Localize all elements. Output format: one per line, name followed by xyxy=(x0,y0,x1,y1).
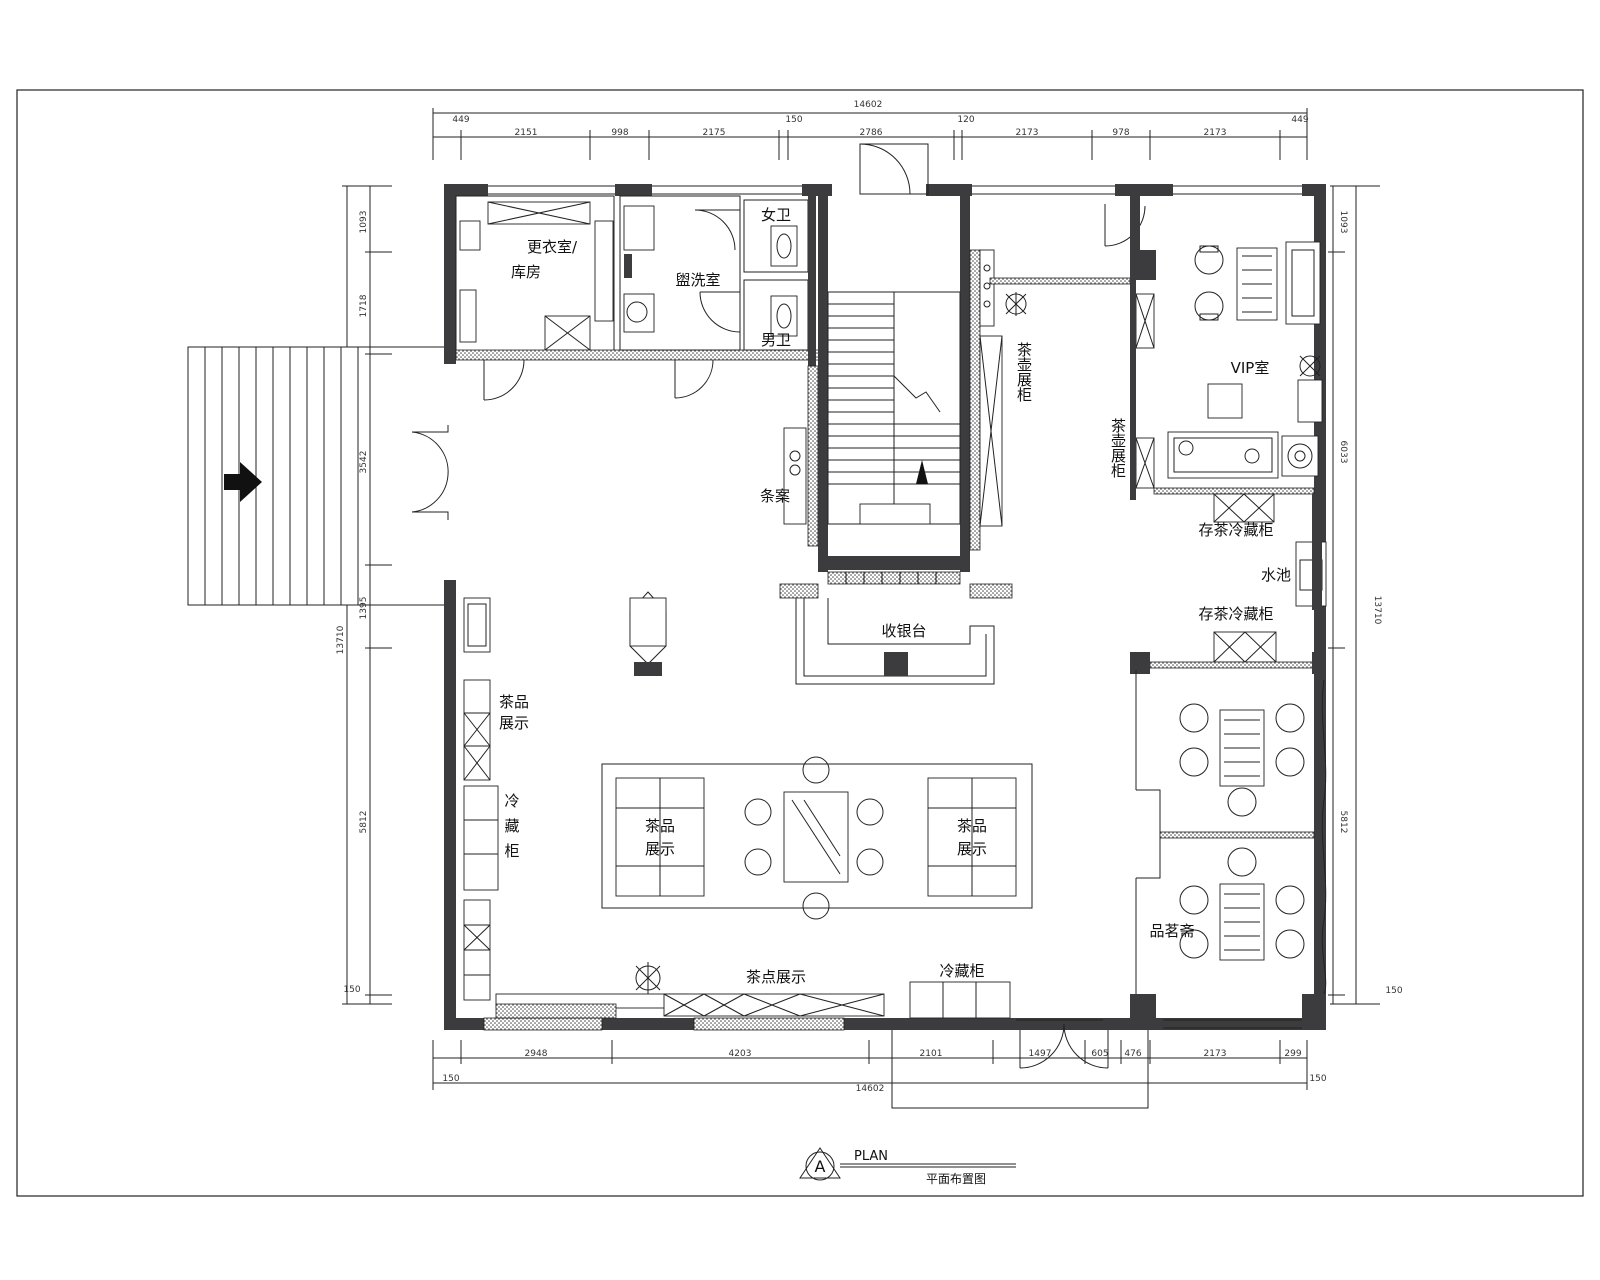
label-sink: 水池 xyxy=(1261,566,1291,584)
label-island-right-1: 茶品 xyxy=(957,817,987,835)
bottom-dim-2: 4203 xyxy=(729,1049,752,1059)
bottom-dim-1: 2948 xyxy=(525,1049,548,1059)
room-label-changing: 更衣室/ xyxy=(527,238,578,256)
top-dim-2: 2151 xyxy=(515,128,538,138)
label-fridge-bottom: 冷藏柜 xyxy=(939,962,984,980)
label-island-left-1: 茶品 xyxy=(645,817,675,835)
top-dim-11: 449 xyxy=(1291,115,1308,125)
label-island-right-2: 展示 xyxy=(957,840,987,858)
display-pedestal xyxy=(629,591,667,676)
bottom-dim-3: 2101 xyxy=(920,1049,943,1059)
label-cashier: 收银台 xyxy=(881,622,926,640)
label-snack-display: 茶点展示 xyxy=(746,968,806,986)
top-dim-6: 2786 xyxy=(860,128,883,138)
label-tea-fridge-2: 存茶冷藏柜 xyxy=(1198,605,1273,623)
right-dim-3: 5812 xyxy=(1338,811,1348,834)
washroom xyxy=(619,195,741,351)
top-dim-4: 2175 xyxy=(703,128,726,138)
exterior-walls xyxy=(444,184,1326,1030)
central-display-island xyxy=(601,756,1033,920)
top-dim-8: 2173 xyxy=(1016,128,1039,138)
bottom-total-dim: 14602 xyxy=(856,1084,885,1094)
room-label-washroom: 盥洗室 xyxy=(675,271,720,289)
right-dimensions xyxy=(1328,185,1380,1005)
bottom-dim-6: 476 xyxy=(1124,1049,1141,1059)
teapot-display-cabinet-2 xyxy=(1130,280,1155,500)
right-dim-4: 150 xyxy=(1385,986,1402,996)
bottom-dim-8: 299 xyxy=(1284,1049,1301,1059)
bottom-dimensions xyxy=(432,1040,1308,1090)
top-dim-10: 2173 xyxy=(1204,128,1227,138)
main-entrance-doors xyxy=(411,425,449,520)
room-label-female-wc: 女卫 xyxy=(761,206,791,224)
cashier-counter xyxy=(795,598,995,685)
label-tea-fridge-1: 存茶冷藏柜 xyxy=(1198,521,1273,539)
label-fridge-left-2: 藏 xyxy=(504,817,519,835)
restrooms xyxy=(743,196,819,547)
left-dim-6: 150 xyxy=(343,985,360,995)
room-label-storage: 库房 xyxy=(511,263,541,281)
title-subtitle: 平面布置图 xyxy=(926,1172,986,1186)
bottom-wall-displays xyxy=(495,962,1011,1019)
wall-hatch-1 xyxy=(483,1017,603,1031)
label-tea-display-left-1: 茶品 xyxy=(499,693,529,711)
label-teapot-cabinet-1: 茶壶展柜 xyxy=(1015,342,1033,402)
top-dim-1: 449 xyxy=(452,115,469,125)
top-dimensions xyxy=(432,108,1308,160)
top-dim-9: 978 xyxy=(1112,128,1129,138)
changing-room xyxy=(455,195,821,361)
title-plan: PLAN xyxy=(854,1149,888,1164)
entrance-steps xyxy=(187,346,448,606)
changing-room-doors xyxy=(483,359,714,401)
top-dim-7: 120 xyxy=(957,115,974,125)
title-block xyxy=(799,1147,1016,1181)
left-wall-cabinets xyxy=(463,597,499,1001)
label-island-left-2: 展示 xyxy=(645,840,675,858)
left-dim-5: 5812 xyxy=(359,811,369,834)
title-letter: A xyxy=(815,1157,826,1176)
room-label-tasting: 品茗斋 xyxy=(1149,922,1194,940)
bottom-dim-4: 1497 xyxy=(1029,1049,1052,1059)
plant-icon xyxy=(1005,292,1027,316)
room-label-vip: VIP室 xyxy=(1231,359,1270,377)
stair-up-arrow-icon xyxy=(916,460,928,484)
tasting-rooms xyxy=(1130,670,1327,1018)
bottom-entrance-doors xyxy=(891,1023,1149,1109)
label-teapot-cabinet-2: 茶壶展柜 xyxy=(1109,418,1127,478)
bottom-dim-5: 605 xyxy=(1091,1049,1108,1059)
bottom-small-left-dim: 150 xyxy=(442,1074,459,1084)
right-dim-2: 6033 xyxy=(1338,441,1348,464)
left-dim-4: 1395 xyxy=(359,597,369,620)
tea-fridge-1 xyxy=(1153,487,1315,523)
left-dim-2: 1718 xyxy=(359,294,369,317)
label-tea-display-left-2: 展示 xyxy=(499,714,529,732)
exterior-windows xyxy=(488,185,1302,1029)
teapot-display-cabinet-1 xyxy=(979,249,1003,527)
top-total-dim: 14602 xyxy=(854,100,883,110)
vip-partition xyxy=(989,196,1156,285)
top-dim-3: 998 xyxy=(611,128,628,138)
label-fridge-left-3: 柜 xyxy=(504,842,519,860)
vip-room xyxy=(1167,241,1323,479)
drawing-frame xyxy=(16,89,1584,1197)
left-dim-1: 1093 xyxy=(359,211,369,234)
staircase xyxy=(779,196,1013,599)
left-dim-3: 3542 xyxy=(359,451,369,474)
right-total-dim: 13710 xyxy=(1372,596,1382,625)
bottom-dim-7: 2173 xyxy=(1204,1049,1227,1059)
sink xyxy=(1295,494,1327,610)
wall-hatch-2 xyxy=(693,1017,845,1031)
room-label-male-wc: 男卫 xyxy=(761,331,791,349)
entrance-arrow-icon xyxy=(224,462,262,502)
top-door xyxy=(859,143,929,195)
label-fridge-left-1: 冷 xyxy=(504,792,519,810)
top-dim-5: 150 xyxy=(785,115,802,125)
label-side-table: 条案 xyxy=(760,487,790,505)
left-total-dim: 13710 xyxy=(336,625,346,654)
tea-fridge-2 xyxy=(1130,631,1326,674)
side-table xyxy=(783,427,807,525)
bottom-small-right-dim: 150 xyxy=(1309,1074,1326,1084)
right-dim-1: 1093 xyxy=(1338,211,1348,234)
